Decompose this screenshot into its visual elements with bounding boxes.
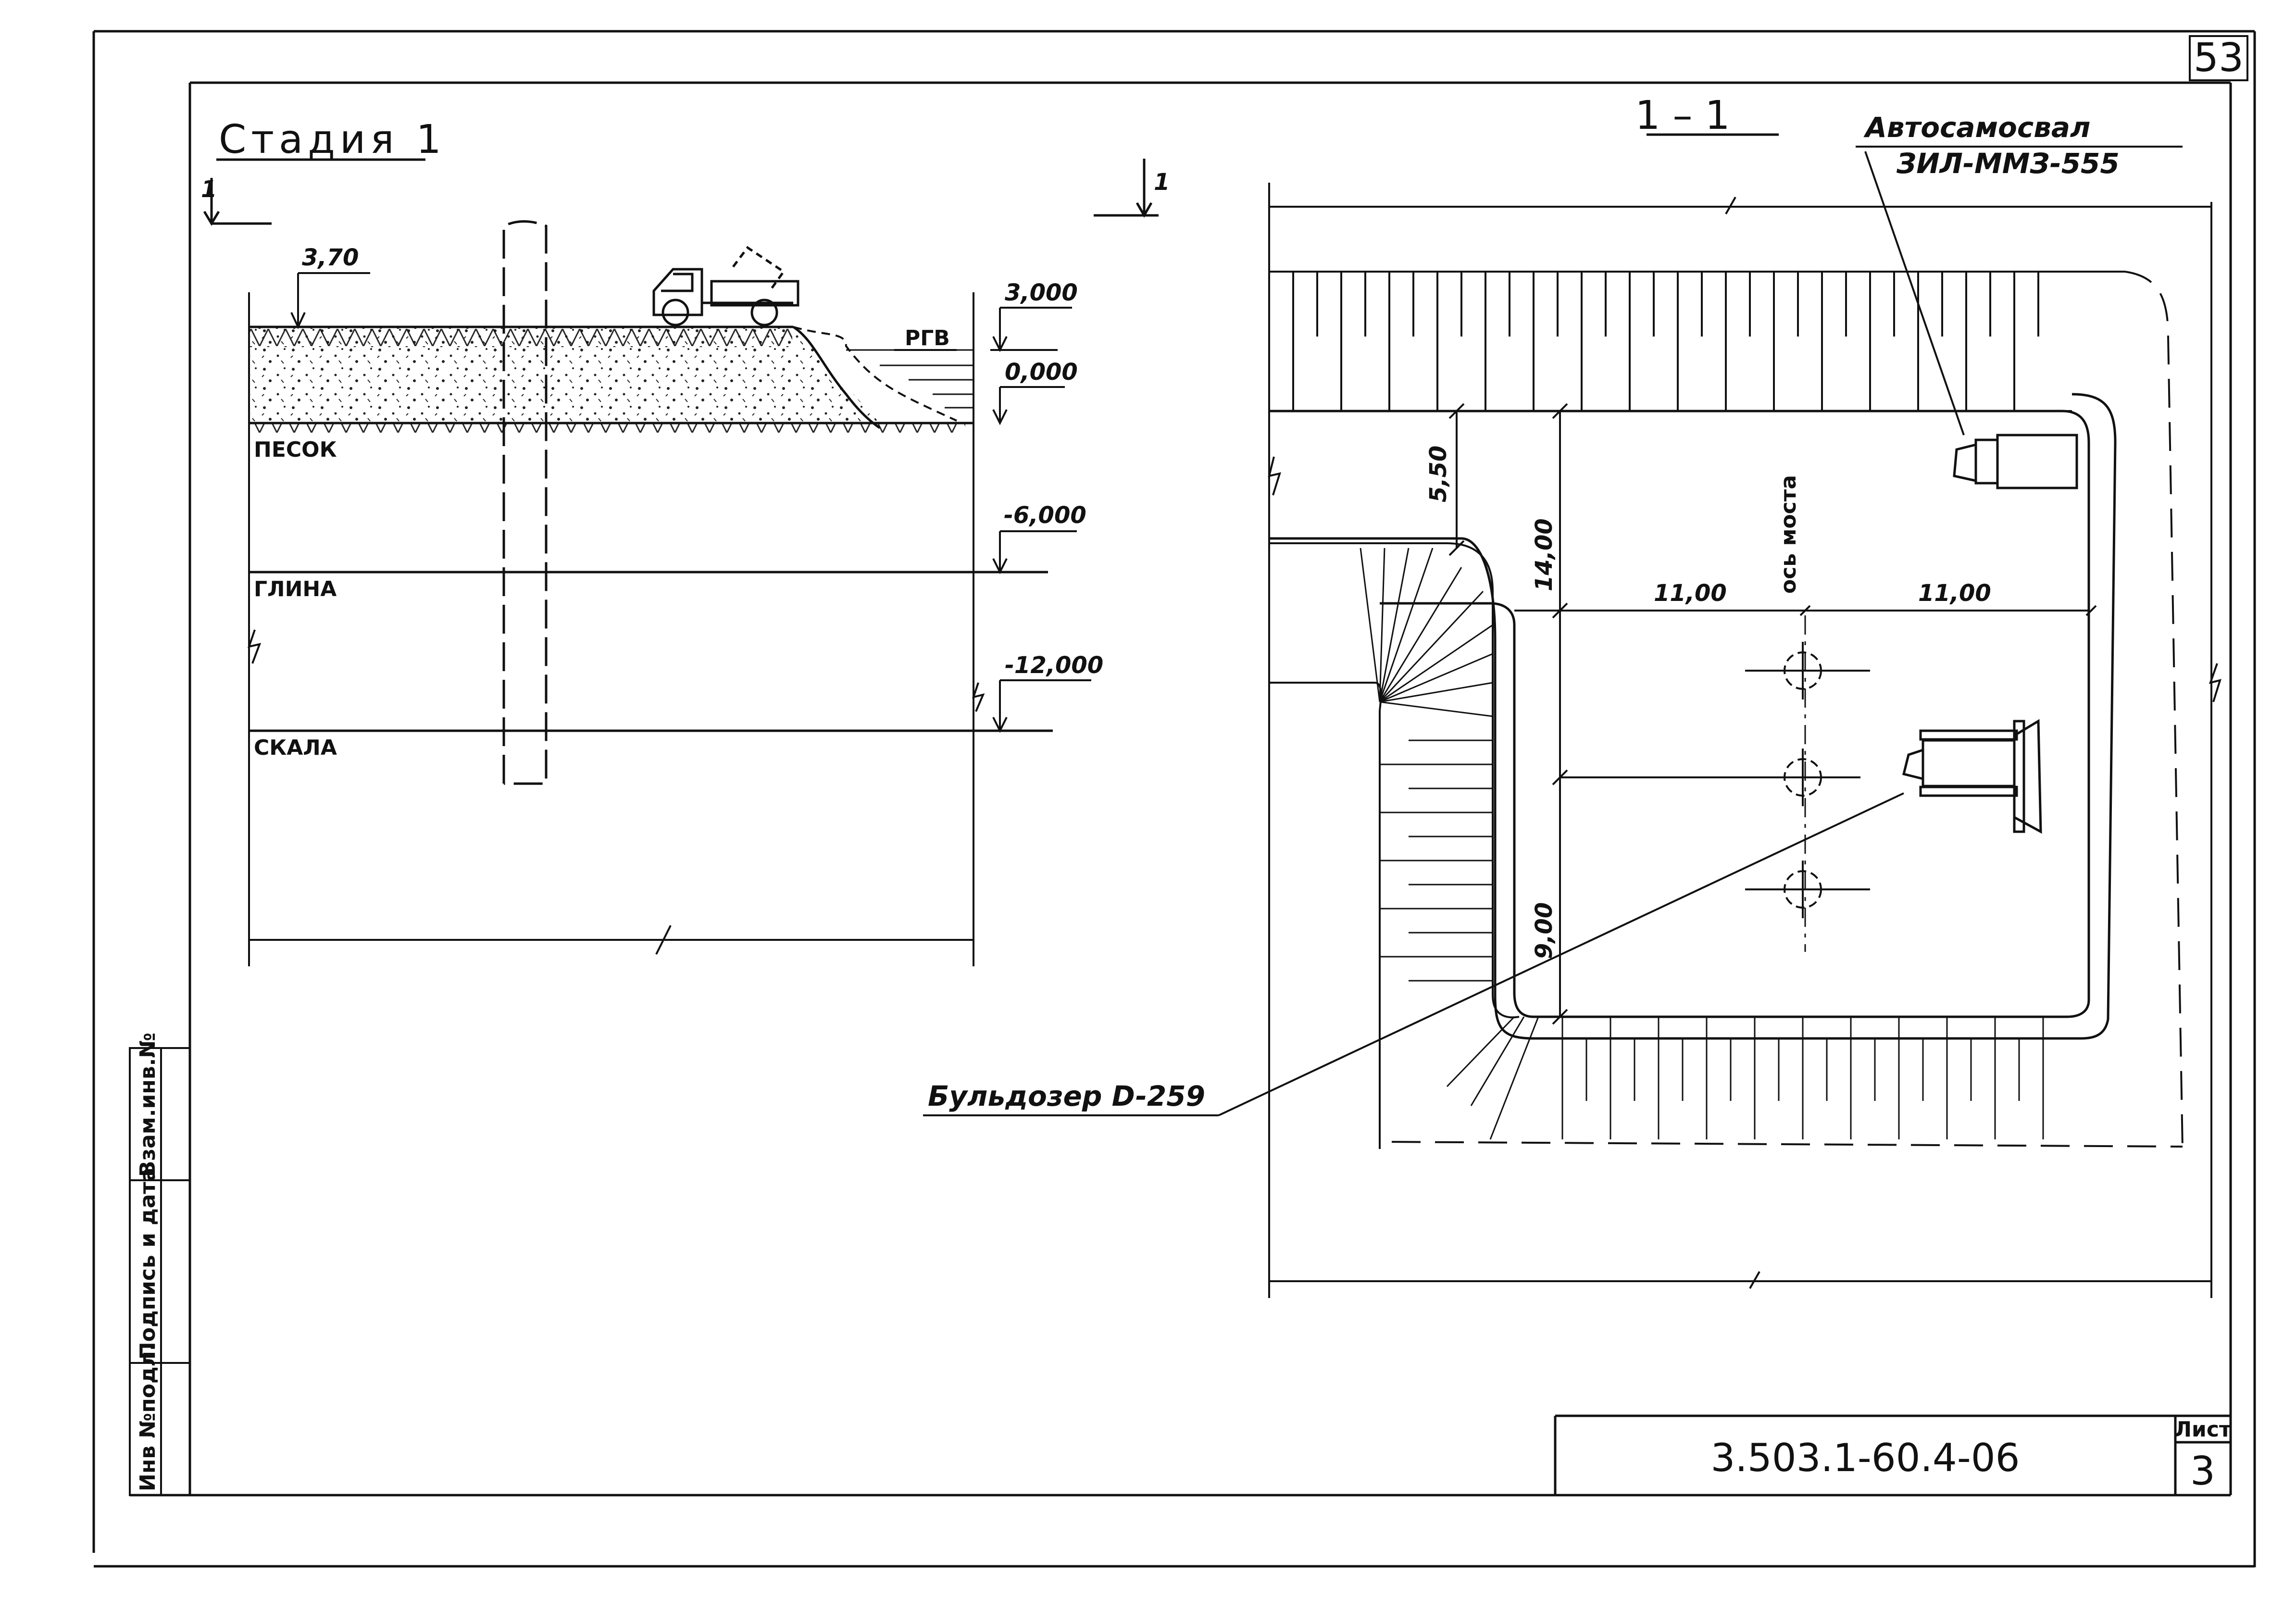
left-bank-fan-hachures xyxy=(1360,548,1493,717)
soil-rock-label: СКАЛА xyxy=(254,736,337,760)
truck-label-line1: Автосамосвал xyxy=(1863,111,2091,144)
side-stamp-cell-replaced-inv: Взам.инв.№ xyxy=(136,1033,160,1177)
soil-clay-label: ГЛИНА xyxy=(254,577,337,601)
level-m12000-label: -12,000 xyxy=(1005,652,1103,679)
sheet-number-box: 53 xyxy=(2189,35,2248,81)
sheet-value: 3 xyxy=(2190,1449,2215,1494)
document-code: 3.503.1-60.4-06 xyxy=(1710,1436,2020,1480)
pile-positions xyxy=(1745,642,1870,918)
side-stamp-cell-original-inv: Инв №подл. xyxy=(136,1343,160,1491)
level-marker-m6000 xyxy=(992,530,1077,574)
dim-1100 xyxy=(1514,605,2097,778)
water-slope xyxy=(793,326,957,422)
sheet-number: 53 xyxy=(2194,35,2244,81)
side-stamp xyxy=(129,1047,191,1496)
section-mark-right xyxy=(1094,159,1159,218)
dim-550 xyxy=(1448,403,1465,556)
level-marker-top xyxy=(290,272,370,329)
page-frame xyxy=(92,30,2256,1568)
left-bank-hachures xyxy=(1380,739,1539,1140)
water-lines xyxy=(846,349,973,409)
dim-1100-right-label: 11,00 xyxy=(1918,580,1991,607)
truck-label-line2: ЗИЛ-ММЗ-555 xyxy=(1896,147,2120,180)
sand-bottom-hatch xyxy=(249,422,965,433)
stage-title: Стадия 1 xyxy=(219,117,446,162)
ground-surface xyxy=(249,325,973,429)
bridge-axis-label: ось моста xyxy=(1776,475,1801,594)
section-mark-right-label: 1 xyxy=(1154,169,1170,196)
break-marks-left xyxy=(247,629,985,712)
dump-truck-elevation-icon xyxy=(652,246,799,326)
top-bank-slope xyxy=(1268,271,2125,412)
soil-horizons xyxy=(249,571,1053,732)
level-marker-0000 xyxy=(992,386,1065,425)
pit-outer-edge xyxy=(1269,393,2117,1040)
plan-section-title: 1 – 1 xyxy=(1635,93,1730,138)
side-stamp-cell-signature-date: Подпись и дата xyxy=(136,1167,160,1360)
soil-sand-label: ПЕСОК xyxy=(254,437,337,462)
truck-leader-line xyxy=(1864,151,1965,436)
rgv-label: РГВ xyxy=(905,326,950,350)
top-bank-hachures xyxy=(1292,272,2039,411)
bottom-bank-hachures xyxy=(1561,1017,2044,1139)
sand-top-hatch xyxy=(249,328,792,347)
bulldozer-label: Бульдозер D-259 xyxy=(928,1080,1205,1112)
pit-right-edge xyxy=(1269,410,2090,1018)
dim-1400-label: 14,00 xyxy=(1531,518,1558,591)
level-m6000-label: -6,000 xyxy=(1004,502,1086,529)
level-0000-label: 0,000 xyxy=(1005,359,1078,386)
level-top-label: 3,70 xyxy=(302,244,359,271)
title-block xyxy=(1554,1414,2231,1495)
bulldozer-leader-line xyxy=(1218,792,1904,1116)
sand-layer xyxy=(249,327,880,423)
level-3000-label: 3,000 xyxy=(1005,279,1078,306)
excavation-dashed-bottom xyxy=(1379,1024,2183,1148)
section-mark-left xyxy=(203,178,272,226)
section-mark-left-label: 1 xyxy=(201,176,217,203)
dump-truck-plan-icon xyxy=(1953,434,2078,489)
dim-550-label: 5,50 xyxy=(1425,446,1452,502)
dim-900-label: 9,00 xyxy=(1531,902,1558,959)
level-marker-m12000 xyxy=(992,679,1091,733)
dim-1100-left-label: 11,00 xyxy=(1654,580,1727,607)
sheet-label: Лист xyxy=(2174,1417,2232,1442)
excavation-dashed-outline xyxy=(2124,271,2184,1149)
pile xyxy=(502,220,548,785)
bulldozer-plan-icon xyxy=(1902,719,2042,834)
left-bank xyxy=(1269,542,1520,1149)
level-marker-3000 xyxy=(990,307,1072,352)
